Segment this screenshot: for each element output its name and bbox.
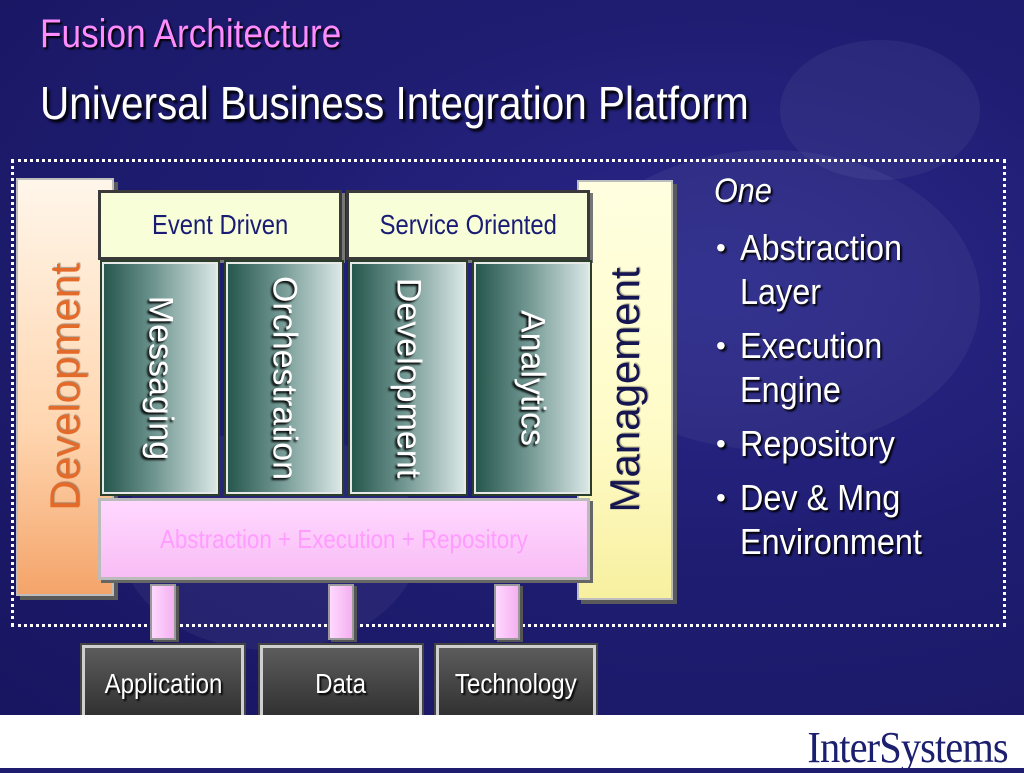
feature-item-text: Repository xyxy=(740,423,895,464)
bullet-icon: • xyxy=(716,232,726,263)
orchestration-label: Orchestration xyxy=(265,275,304,481)
development-panel: Development xyxy=(16,178,114,596)
one-heading: One xyxy=(714,172,772,210)
development-column-label: Development xyxy=(389,277,428,479)
intersystems-logo: InterSystems xyxy=(807,723,1009,772)
bullet-icon: • xyxy=(716,330,726,361)
analytics-label: Analytics xyxy=(513,309,552,447)
connector-data xyxy=(328,584,354,640)
data-box: Data xyxy=(258,643,424,725)
abstraction-layer-bar: Abstraction + Execution + Repository xyxy=(98,498,590,580)
background-map-shape xyxy=(780,40,980,180)
connector-technology xyxy=(494,584,520,640)
management-panel-label: Management xyxy=(601,267,648,513)
feature-item: • Repository xyxy=(714,422,1014,466)
application-label: Application xyxy=(104,668,222,699)
slide-subtitle: Universal Business Integration Platform xyxy=(40,77,749,129)
abstraction-layer-label: Abstraction + Execution + Repository xyxy=(160,523,528,554)
orchestration-column: Orchestration xyxy=(224,260,344,496)
data-label: Data xyxy=(315,668,367,699)
development-panel-label: Development xyxy=(41,263,88,511)
messaging-column: Messaging xyxy=(100,260,220,496)
application-box: Application xyxy=(80,643,246,725)
service-oriented-label: Service Oriented xyxy=(379,209,557,240)
technology-label: Technology xyxy=(455,668,577,699)
management-panel: Management xyxy=(577,180,673,600)
bullet-icon: • xyxy=(716,428,726,459)
messaging-label: Messaging xyxy=(141,295,180,461)
bullet-icon: • xyxy=(716,482,726,513)
development-column: Development xyxy=(348,260,468,496)
slide-title: Fusion Architecture xyxy=(40,12,342,56)
event-driven-box: Event Driven xyxy=(98,190,342,260)
footer-bar xyxy=(0,715,1024,768)
connector-application xyxy=(150,584,176,640)
service-oriented-box: Service Oriented xyxy=(346,190,590,260)
technology-box: Technology xyxy=(434,643,598,725)
analytics-column: Analytics xyxy=(472,260,592,496)
event-driven-label: Event Driven xyxy=(151,209,289,240)
